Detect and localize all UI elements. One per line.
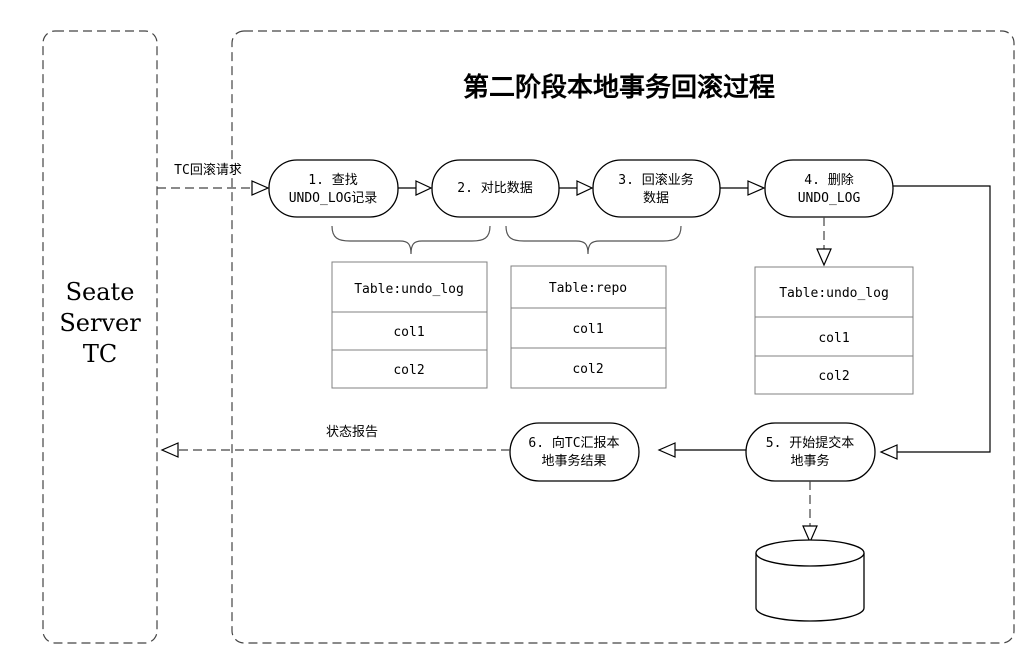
step-1-node — [268, 159, 399, 218]
server-container — [42, 30, 158, 644]
edge-5-database-arrowhead — [802, 525, 818, 544]
edge-5-6-arrowhead — [657, 442, 676, 458]
client-container — [231, 30, 1015, 644]
edge-3-4-arrowhead — [747, 180, 766, 196]
table-3-header-cell — [754, 266, 914, 318]
step-6-line-1: 6. 向TC汇报本 — [528, 435, 619, 451]
diagram-title: 第二阶段本地事务回滚过程 — [463, 72, 775, 103]
step-4-line-2: UNDO_LOG — [798, 191, 861, 206]
table-3-header: Table:undo_log — [779, 286, 889, 301]
step-5-node — [745, 422, 876, 482]
table-undo-log-1: Table:undo_log col1 col2 — [331, 261, 488, 389]
step-5-line-1: 5. 开始提交本 — [766, 435, 854, 451]
table-3-row-1: col1 — [818, 331, 849, 346]
server-label-line-2: Server — [59, 309, 141, 337]
tc-request-arrowhead — [251, 180, 270, 196]
table-1-header: Table:undo_log — [354, 282, 464, 297]
step-1-line-1: 1. 查找 — [308, 173, 357, 188]
edge-4-5 — [893, 185, 991, 453]
step-3-line-2: 数据 — [643, 191, 669, 206]
step-3-node — [592, 159, 721, 218]
tc-request-label: TC回滚请求 — [174, 162, 242, 178]
status-report-arrowhead — [160, 442, 179, 458]
step-5-line-2: 地事务 — [790, 453, 829, 469]
server-label-line-3: TC — [83, 340, 117, 368]
edge-2-3-arrowhead — [576, 180, 594, 196]
table-1-header-cell — [331, 261, 488, 313]
step-3-line-1: 3. 回滚业务 — [618, 172, 693, 188]
step-6-node — [509, 422, 640, 482]
table-2-header: Table:repo — [549, 281, 627, 296]
table-repo: Table:repo col1 col2 — [510, 265, 667, 389]
step-1-line-2: UNDO_LOG记录 — [289, 191, 378, 206]
table-1-row-1: col1 — [393, 325, 424, 340]
status-report-label: 状态报告 — [326, 425, 378, 440]
brace-steps-1-2 — [331, 225, 491, 255]
step-2-line-1: 2. 对比数据 — [457, 181, 532, 196]
step-6-line-2: 地事务结果 — [541, 453, 606, 469]
database-icon — [755, 539, 865, 622]
table-3-row-2-cell — [754, 355, 914, 395]
table-2-row-2-cell — [510, 347, 667, 389]
table-1-row-2-cell — [331, 349, 488, 389]
table-3-row-2: col2 — [818, 369, 849, 384]
server-label-line-1: Seate — [66, 278, 135, 306]
table-2-header-cell — [510, 265, 667, 309]
table-1-row-2: col2 — [393, 363, 424, 378]
table-3-row-1-cell — [754, 316, 914, 357]
step-4-line-1: 4. 删除 — [804, 173, 853, 188]
brace-steps-2-3 — [505, 225, 682, 255]
edge-1-2-arrowhead — [415, 180, 433, 196]
table-2-row-1: col1 — [572, 322, 603, 337]
table-2-row-2: col2 — [572, 362, 603, 377]
step-4-node — [764, 159, 894, 218]
edge-4-5-arrowhead — [879, 444, 898, 460]
table-1-row-1-cell — [331, 311, 488, 351]
edge-4-table-3-arrowhead — [816, 248, 832, 267]
table-undo-log-2: Table:undo_log col1 col2 — [754, 266, 914, 395]
